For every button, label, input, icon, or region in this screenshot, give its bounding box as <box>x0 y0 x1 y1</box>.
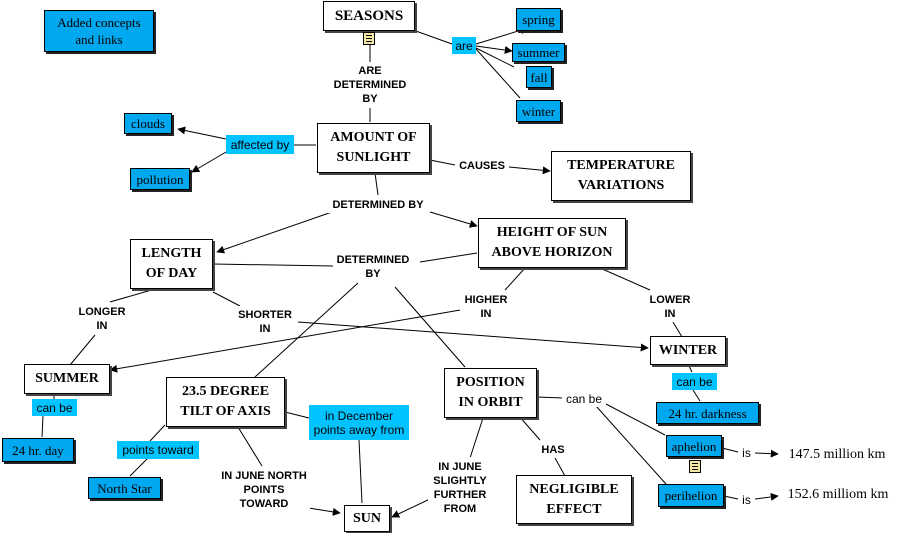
link-longer-in-label: LONGER IN <box>78 305 126 332</box>
link-are-label: are <box>455 38 473 53</box>
link-higher-in-label: HIGHER IN <box>464 293 508 320</box>
concept-perihelion-label: perihelion <box>664 488 718 503</box>
concept-aphelion-label: aphelion <box>671 438 717 454</box>
concept-summer-small[interactable]: summer <box>512 43 565 62</box>
link-points-toward[interactable]: points toward <box>117 441 199 459</box>
link-lower-in-label: LOWER IN <box>649 293 691 320</box>
concept-aphelion-distance[interactable]: 147.5 million km <box>784 446 890 464</box>
link-determined-by-1-label: DETERMINED BY <box>332 199 424 211</box>
link-in-june-north-points-toward[interactable]: IN JUNE NORTH POINTS TOWARD <box>218 467 310 513</box>
concept-winter-label: WINTER <box>658 342 718 358</box>
link-is-aphelion-label: is <box>742 446 751 460</box>
concept-fall[interactable]: fall <box>526 66 552 88</box>
link-shorter-in-label: SHORTER IN <box>238 308 292 335</box>
link-lower-in[interactable]: LOWER IN <box>644 291 696 322</box>
link-can-be-winter-label: can be <box>676 374 713 389</box>
link-can-be-winter[interactable]: can be <box>672 373 717 390</box>
concept-winter-small-label: winter <box>521 103 556 119</box>
concept-length-of-day[interactable]: LENGTH OF DAY <box>130 239 213 289</box>
concept-perihelion-distance[interactable]: 152.6 milliom km <box>783 486 893 504</box>
concept-height-of-sun[interactable]: HEIGHT OF SUN ABOVE HORIZON <box>478 218 626 268</box>
concept-north-star-label: North Star <box>97 480 152 496</box>
link-in-december-points-away-from-label: in December points away from <box>313 408 405 437</box>
concept-negligible-effect-label: NEGLIGIBLE EFFECT <box>529 481 619 517</box>
concept-amount-of-sunlight[interactable]: AMOUNT OF SUNLIGHT <box>317 123 430 173</box>
concept-perihelion-distance-label: 152.6 milliom km <box>787 487 889 502</box>
concept-24hr-darkness-label: 24 hr. darkness <box>668 405 747 421</box>
concept-clouds-label: clouds <box>131 116 165 131</box>
concept-summer-label: SUMMER <box>35 371 99 386</box>
link-can-be-summer[interactable]: can be <box>32 399 77 416</box>
link-causes[interactable]: CAUSES <box>455 158 509 174</box>
concept-summer-small-label: summer <box>517 45 560 60</box>
link-shorter-in[interactable]: SHORTER IN <box>234 306 296 337</box>
link-are-determined-by-label: ARE DETERMINED BY <box>333 65 407 105</box>
resource-document-icon[interactable] <box>363 32 375 45</box>
link-is-perihelion[interactable]: is <box>738 492 755 508</box>
link-in-june-north-points-toward-label: IN JUNE NORTH POINTS TOWARD <box>221 470 307 510</box>
link-has-label: HAS <box>541 444 565 456</box>
legend-text: Added concepts and links <box>57 15 141 47</box>
concept-length-of-day-label: LENGTH OF DAY <box>141 246 202 281</box>
concept-negligible-effect[interactable]: NEGLIGIBLE EFFECT <box>516 475 632 524</box>
concept-pollution[interactable]: pollution <box>130 168 190 190</box>
link-determined-by-2[interactable]: DETERMINED BY <box>334 251 412 282</box>
link-longer-in[interactable]: LONGER IN <box>74 303 130 334</box>
concept-aphelion[interactable]: aphelion <box>666 435 722 457</box>
link-determined-by-2-label: DETERMINED BY <box>336 253 410 280</box>
link-can-be-orbit[interactable]: can be <box>562 391 606 407</box>
concept-sun-label: SUN <box>352 510 381 526</box>
link-can-be-orbit-label: can be <box>565 392 603 406</box>
link-are-determined-by[interactable]: ARE DETERMINED BY <box>330 62 410 108</box>
concept-pollution-label: pollution <box>136 171 184 187</box>
concept-winter-small[interactable]: winter <box>516 100 561 122</box>
concept-position-in-orbit-label: POSITION IN ORBIT <box>456 375 525 410</box>
concept-24hr-day-label: 24 hr. day <box>12 442 64 458</box>
concept-fall-label: fall <box>530 69 548 85</box>
link-in-june-slightly-further-from[interactable]: IN JUNE SLIGHTLY FURTHER FROM <box>428 457 492 519</box>
link-affected-by-label: affected by <box>230 137 290 152</box>
concept-north-star[interactable]: North Star <box>88 477 161 499</box>
legend-added-concepts: Added concepts and links <box>44 10 154 52</box>
concept-position-in-orbit[interactable]: POSITION IN ORBIT <box>444 368 537 418</box>
concept-summer[interactable]: SUMMER <box>24 364 110 394</box>
link-causes-label: CAUSES <box>459 160 505 172</box>
concept-spring-label: spring <box>522 12 555 27</box>
link-can-be-summer-label: can be <box>36 400 73 415</box>
link-in-june-slightly-further-from-label: IN JUNE SLIGHTLY FURTHER FROM <box>433 461 487 515</box>
concept-tilt-of-axis-label: 23.5 DEGREE TILT OF AXIS <box>180 384 271 419</box>
link-in-december-points-away-from[interactable]: in December points away from <box>309 405 409 440</box>
link-is-perihelion-label: is <box>742 493 751 507</box>
concept-clouds[interactable]: clouds <box>124 113 172 134</box>
concept-amount-of-sunlight-label: AMOUNT OF SUNLIGHT <box>330 130 417 165</box>
concept-tilt-of-axis[interactable]: 23.5 DEGREE TILT OF AXIS <box>166 377 285 427</box>
link-has[interactable]: HAS <box>538 442 568 458</box>
concept-seasons[interactable]: SEASONS <box>323 1 415 31</box>
link-affected-by[interactable]: affected by <box>226 135 294 154</box>
concept-temperature-variations-label: TEMPERATURE VARIATIONS <box>567 158 675 193</box>
link-higher-in[interactable]: HIGHER IN <box>460 291 512 322</box>
concept-seasons-label: SEASONS <box>334 8 404 24</box>
concept-perihelion[interactable]: perihelion <box>658 484 724 507</box>
link-are[interactable]: are <box>452 37 476 54</box>
resource-document-icon[interactable] <box>689 460 701 473</box>
concept-sun[interactable]: SUN <box>344 505 390 532</box>
concept-height-of-sun-label: HEIGHT OF SUN ABOVE HORIZON <box>491 225 613 260</box>
concept-temperature-variations[interactable]: TEMPERATURE VARIATIONS <box>551 151 691 201</box>
link-determined-by-1[interactable]: DETERMINED BY <box>328 197 428 213</box>
link-points-toward-label: points toward <box>122 443 194 457</box>
concept-spring[interactable]: spring <box>516 8 561 31</box>
concept-aphelion-distance-label: 147.5 million km <box>788 447 886 462</box>
concept-24hr-darkness[interactable]: 24 hr. darkness <box>656 402 759 424</box>
concept-winter[interactable]: WINTER <box>650 336 726 365</box>
link-is-aphelion[interactable]: is <box>738 445 755 461</box>
concept-24hr-day[interactable]: 24 hr. day <box>2 438 74 462</box>
